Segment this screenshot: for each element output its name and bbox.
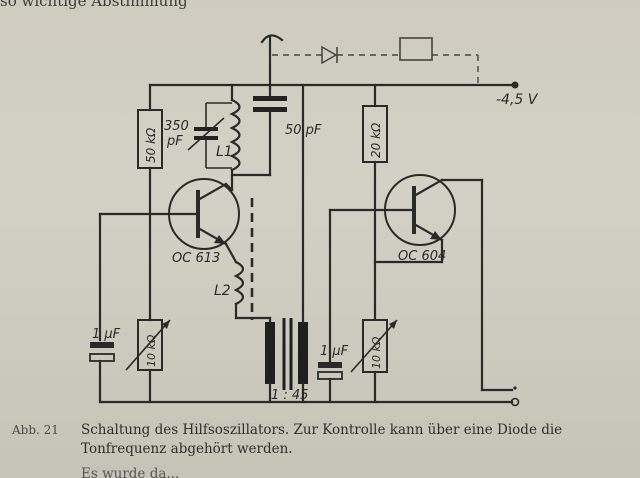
supply-terminal <box>511 81 519 89</box>
capacitor-c4-label: 1 µF <box>320 344 349 359</box>
transformer-primary <box>265 322 275 384</box>
capacitor-c3-label: 1 µF <box>92 327 121 342</box>
capacitor-c3 <box>90 342 114 348</box>
inductor-l1 <box>229 98 241 172</box>
previous-text-fragment: so wichtige Abstimmung <box>0 0 188 10</box>
resistor-r2-label: 20 kΩ <box>369 122 383 158</box>
potentiometer-p2-label: 10 kΩ <box>370 336 383 369</box>
headphone-icon <box>399 37 433 61</box>
potentiometer-p1-label: 10 kΩ <box>145 334 158 367</box>
caption-line-1: Schaltung des Hilfsoszillators. Zur Kont… <box>81 422 563 438</box>
resistor-r1-label: 50 kΩ <box>144 127 158 163</box>
variable-capacitor-unit: pF <box>166 134 183 149</box>
inductor-l1-label: L1 <box>216 144 233 160</box>
variable-capacitor-arrow <box>187 117 225 151</box>
figure-number: Abb. 21 <box>12 423 59 437</box>
inductor-l2-label: L2 <box>214 283 231 299</box>
diode-icon <box>321 45 338 65</box>
transformer-secondary <box>298 322 308 384</box>
circuit-diagram: -4,5 V 50 kΩ L1 350 pF 50 pF <box>89 34 539 407</box>
variable-capacitor-value: 350 <box>164 119 189 134</box>
supply-voltage-label: -4,5 V <box>496 92 539 108</box>
headphone-jack-symbol <box>260 34 284 44</box>
capacitor-c4 <box>318 362 342 368</box>
transistor-oc604-label: OC 604 <box>398 249 446 264</box>
inductor-l2 <box>233 260 245 306</box>
monitoring-diode-path <box>272 37 479 83</box>
caption-line-3: Es wurde da... <box>81 466 180 478</box>
transformer-ratio-label: 1 : 45 <box>271 388 308 403</box>
capacitor-50pf <box>253 96 287 101</box>
ground-terminal <box>510 397 520 407</box>
caption-line-2: Tonfrequenz abgehört werden. <box>81 441 293 457</box>
transistor-oc613-label: OC 613 <box>172 251 220 266</box>
